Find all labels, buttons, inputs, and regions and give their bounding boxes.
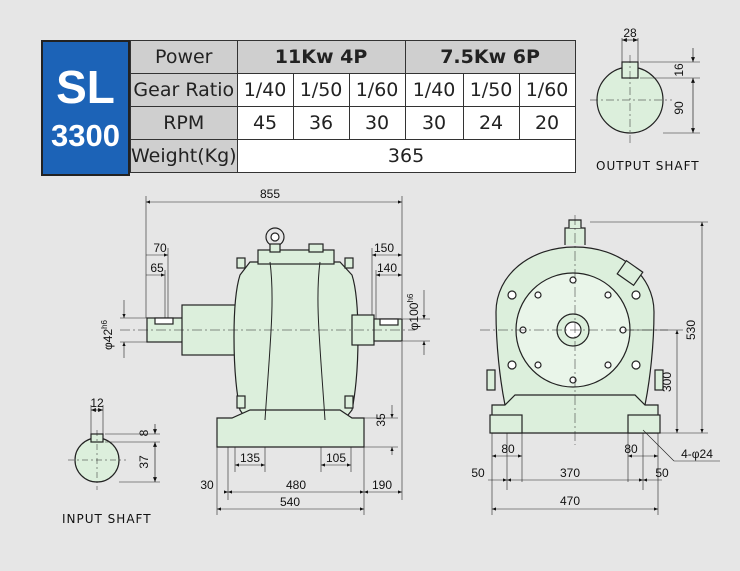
- output-shaft-section: [590, 38, 700, 145]
- model-badge: SL 3300: [41, 40, 130, 176]
- dim-480: 480: [286, 478, 306, 492]
- dim-100-tol: h6: [406, 293, 415, 302]
- dim-65: 65: [150, 261, 164, 275]
- dim-42: φ42h6: [100, 319, 115, 350]
- dim-135: 135: [240, 451, 260, 465]
- dim-out-h: 90: [672, 101, 686, 115]
- rpm-cell: 36: [292, 106, 350, 140]
- input-cover: [181, 304, 238, 356]
- dim-70: 70: [153, 241, 167, 255]
- dim-42-val: φ42: [101, 329, 115, 350]
- dim-470: 470: [560, 494, 580, 508]
- rpm-label: RPM: [130, 106, 238, 140]
- rpm-cell: 24: [462, 106, 520, 140]
- dim-150: 150: [374, 241, 394, 255]
- dim-80-left: 80: [501, 442, 515, 456]
- dim-35: 35: [374, 413, 388, 427]
- input-shaft-label: INPUT SHAFT: [62, 512, 152, 526]
- dim-42-tol: h6: [100, 319, 109, 328]
- rpm-cell: 20: [518, 106, 576, 140]
- dim-in-key-w: 12: [90, 396, 104, 410]
- gear-ratio-cell: 1/40: [236, 73, 294, 107]
- dim-in-key-d: 8: [137, 429, 151, 436]
- motor-housing: [233, 261, 359, 426]
- dim-30: 30: [200, 478, 214, 492]
- dim-holes: 4-φ24: [681, 447, 713, 461]
- dim-140: 140: [377, 261, 397, 275]
- gear-ratio-cell: 1/50: [462, 73, 520, 107]
- front-dimensions: [120, 196, 430, 515]
- weight-label: Weight(Kg): [130, 139, 238, 173]
- rpm-cell: 30: [404, 106, 464, 140]
- output-shaft-label: OUTPUT SHAFT: [596, 159, 700, 173]
- dim-530: 530: [684, 320, 698, 340]
- dim-50-left: 50: [471, 466, 485, 480]
- dim-out-key-w: 28: [623, 26, 637, 40]
- input-shaft-section: [68, 405, 160, 490]
- dim-100-val: φ100: [407, 302, 421, 330]
- front-view: [146, 227, 403, 448]
- gear-ratio-cell: 1/60: [518, 73, 576, 107]
- power-group-2: 7.5Kw 6P: [404, 40, 576, 74]
- dim-out-key-d: 16: [672, 63, 686, 77]
- dim-overall-len: 855: [260, 187, 280, 201]
- spec-table: Power 11Kw 4P 7.5Kw 6P Gear Ratio 1/40 1…: [130, 40, 576, 173]
- dim-370: 370: [560, 466, 580, 480]
- dim-in-h: 37: [137, 455, 151, 469]
- dim-50-right: 50: [655, 466, 669, 480]
- dim-190: 190: [372, 478, 392, 492]
- weight-value: 365: [236, 139, 576, 173]
- gear-ratio-cell: 1/50: [292, 73, 350, 107]
- gear-ratio-label: Gear Ratio: [130, 73, 238, 107]
- dim-100: φ100h6: [406, 293, 421, 330]
- dim-105: 105: [326, 451, 346, 465]
- dim-80-right: 80: [624, 442, 638, 456]
- model-number: 3300: [51, 118, 120, 153]
- model-series: SL: [56, 61, 115, 113]
- rpm-cell: 45: [236, 106, 294, 140]
- side-dimensions: [488, 221, 720, 515]
- rpm-cell: 30: [348, 106, 406, 140]
- dim-300: 300: [660, 372, 674, 392]
- dim-540: 540: [280, 495, 300, 509]
- base: [216, 409, 365, 448]
